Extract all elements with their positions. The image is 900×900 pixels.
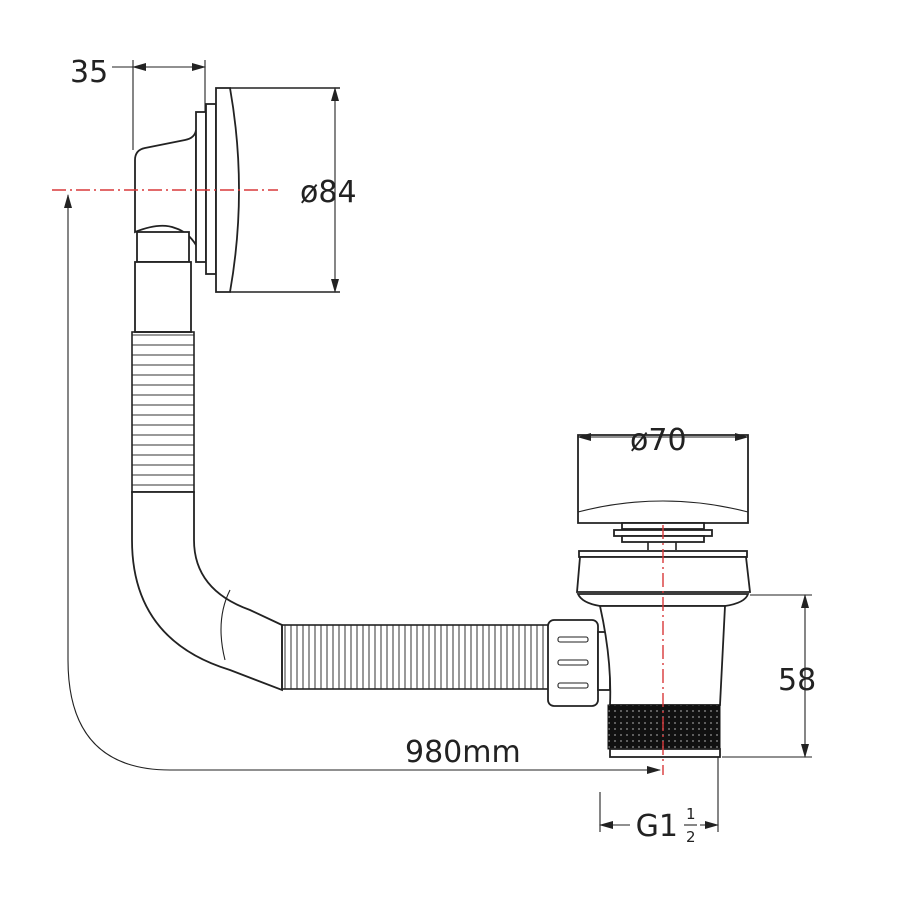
thread-size-label: G1 xyxy=(636,809,678,844)
plug-diameter-label: ø70 xyxy=(630,423,687,458)
thread-fraction-denominator: 2 xyxy=(686,828,696,846)
thread-fraction-numerator: 1 xyxy=(686,805,696,823)
waste-height-label: 58 xyxy=(778,663,816,698)
pipe-length-label: 980mm xyxy=(405,735,521,770)
dimension-lines xyxy=(64,60,812,832)
overflow-diameter-label: ø84 xyxy=(300,175,357,210)
overflow-depth-label: 35 xyxy=(70,55,108,90)
overflow-pipe xyxy=(131,231,611,707)
waste-plug xyxy=(576,434,752,758)
